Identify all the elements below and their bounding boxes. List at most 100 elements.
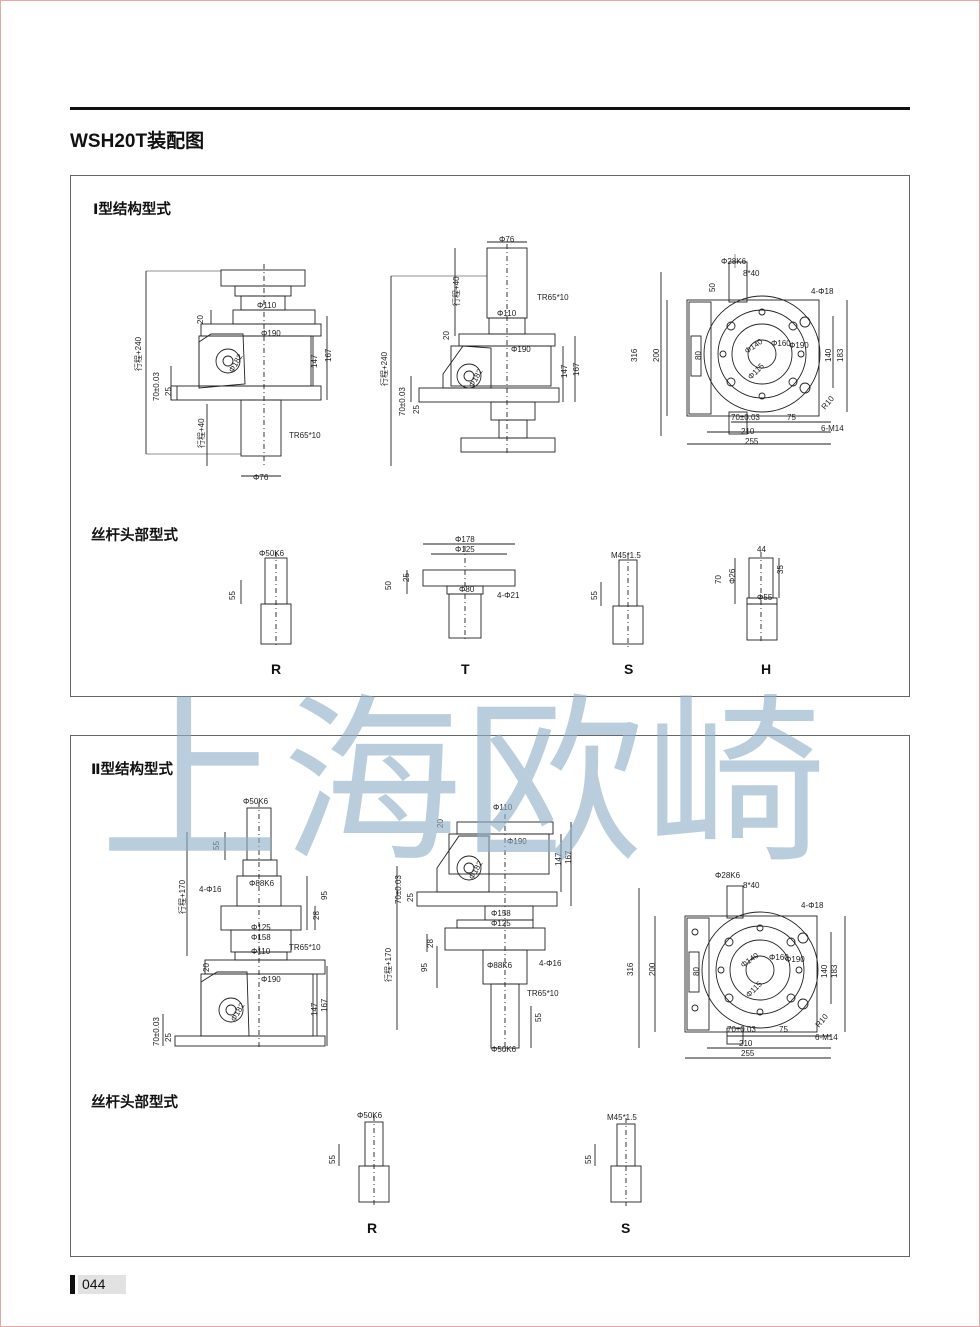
dim-70: 70 [714, 575, 723, 584]
dim-phi76: Φ76 [499, 235, 515, 244]
dim-147: 147 [310, 1002, 319, 1016]
dim-6-m14: 6-M14 [821, 424, 844, 433]
head-type-2-r [338, 1116, 390, 1206]
dim-phi140: Φ140 [739, 951, 761, 970]
dim-phi110: Φ110 [493, 803, 513, 812]
dim-95: 95 [420, 963, 429, 972]
type-1-side-view [390, 241, 576, 466]
head-label-2-r: R [367, 1220, 378, 1236]
dim-phi110: Φ110 [497, 309, 517, 318]
dim-phi190: Φ190 [511, 345, 531, 354]
dim-travel-40: 行程+40 [196, 418, 206, 448]
dim-phi50k6: Φ50K6 [357, 1111, 383, 1120]
type-1-top-view [660, 254, 848, 445]
type-2-head-title: 丝杆头部型式 [91, 1095, 178, 1111]
dim-44: 44 [757, 545, 766, 554]
dim-25: 25 [164, 387, 173, 396]
page-number: 044 [78, 1275, 126, 1294]
dim-phi50k6: Φ50K6 [243, 797, 269, 806]
type-2-front-view [162, 802, 328, 1050]
dim-140: 140 [824, 348, 833, 362]
dim-m45: M45*1.5 [607, 1113, 637, 1122]
type-1-drawings: Φ110 Φ190 20 行程+240 70±0.03 25 147 167 Φ… [133, 235, 848, 648]
dim-70-tol: 70±0.03 [731, 413, 760, 422]
dim-35: 35 [776, 565, 785, 574]
dim-phi110: Φ110 [257, 301, 277, 310]
dim-travel-170: 行程+170 [383, 947, 393, 982]
dim-m45: M45*1.5 [611, 551, 641, 560]
dim-167: 167 [572, 362, 581, 376]
dim-167: 167 [324, 348, 333, 362]
page-title: WSH20T装配图 [70, 131, 205, 152]
dim-20: 20 [442, 331, 451, 340]
dim-8x40: 8*40 [743, 269, 760, 278]
type-1-head-title: 丝杆头部型式 [91, 528, 178, 544]
dim-travel-40: 行程+40 [451, 276, 461, 306]
dim-phi28k6: Φ28K6 [715, 871, 741, 880]
dim-316: 316 [626, 962, 635, 976]
head-type-s [600, 554, 644, 648]
footer-marker [70, 1275, 75, 1294]
dim-phi115: Φ115 [744, 979, 764, 999]
dim-4-phi18: 4-Φ18 [801, 901, 824, 910]
dim-4-phi18: 4-Φ18 [811, 287, 834, 296]
dim-phi158: Φ158 [491, 909, 511, 918]
dim-70-tol: 70±0.03 [727, 1025, 756, 1034]
dim-25: 25 [412, 405, 421, 414]
dim-phi182: Φ182 [227, 352, 245, 374]
dim-55: 55 [228, 591, 237, 600]
dim-147: 147 [560, 364, 569, 378]
dim-75: 75 [787, 413, 796, 422]
head-type-h [734, 552, 780, 644]
dim-phi76: Φ76 [253, 473, 269, 482]
head-type-dims: Φ50K6 55 Φ178 Φ125 Φ80 50 25 4-Φ21 M45*1… [228, 535, 785, 602]
dim-phi158: Φ158 [251, 933, 271, 942]
dim-phi110: Φ110 [251, 947, 271, 956]
dim-95: 95 [320, 891, 329, 900]
dim-r10: R10 [814, 1012, 831, 1029]
type-2-side-view [396, 814, 572, 1052]
dim-phi50k6: Φ50K6 [259, 549, 285, 558]
dim-28: 28 [312, 911, 321, 920]
dim-r10: R10 [820, 394, 837, 411]
type-2-top-dims: Φ28K6 8*40 4-Φ18 316 200 80 140 183 Φ140… [626, 871, 839, 1058]
dim-183: 183 [830, 964, 839, 978]
dim-20: 20 [196, 315, 205, 324]
type-2-side-dims: Φ110 20 Φ190 147 167 70±0.03 25 Φ182 Φ15… [383, 803, 573, 1054]
dim-phi140: Φ140 [743, 337, 765, 356]
dim-phi190: Φ190 [785, 955, 805, 964]
dim-167: 167 [564, 850, 573, 864]
dim-4-phi21: 4-Φ21 [497, 591, 520, 600]
dim-316: 316 [630, 348, 639, 362]
dim-phi55: Φ55 [757, 593, 773, 602]
type-1-side-dims: Φ76 TR65*10 Φ110 Φ190 20 行程+240 70±0.03 … [379, 235, 581, 416]
dim-147: 147 [554, 852, 563, 866]
dim-phi125: Φ125 [491, 919, 511, 928]
dim-50: 50 [708, 283, 717, 292]
dim-tr65: TR65*10 [527, 989, 559, 998]
dim-147: 147 [310, 354, 319, 368]
dim-140: 140 [820, 964, 829, 978]
dim-200: 200 [648, 962, 657, 976]
type-1-front-view [145, 264, 328, 477]
dim-phi182: Φ182 [229, 1001, 247, 1023]
dim-80: 80 [692, 967, 701, 976]
type-2-panel: Ⅱ型结构型式 丝杆头部型式 Φ50K6 55 [70, 735, 910, 1257]
dim-255: 255 [741, 1049, 755, 1058]
dim-200: 200 [652, 348, 661, 362]
type-1-top-dims: Φ28K6 8*40 4-Φ18 50 316 200 80 140 183 Φ… [630, 257, 845, 446]
head-type-2-s [594, 1118, 642, 1206]
dim-phi160: Φ160 [769, 953, 789, 962]
dim-6-m14: 6-M14 [815, 1033, 838, 1042]
dim-4-phi16: 4-Φ16 [539, 959, 562, 968]
dim-255: 255 [745, 437, 759, 446]
dim-55: 55 [212, 841, 221, 850]
dim-75: 75 [779, 1025, 788, 1034]
dim-phi80: Φ80 [459, 585, 475, 594]
type-2-drawings: Φ50K6 55 行程+170 4-Φ16 Φ88K6 95 28 Φ125 Φ… [152, 797, 846, 1206]
dim-210: 210 [741, 427, 755, 436]
top-rule [70, 107, 910, 110]
dim-phi125: Φ125 [251, 923, 271, 932]
dim-tr65: TR65*10 [537, 293, 569, 302]
dim-55: 55 [534, 1013, 543, 1022]
